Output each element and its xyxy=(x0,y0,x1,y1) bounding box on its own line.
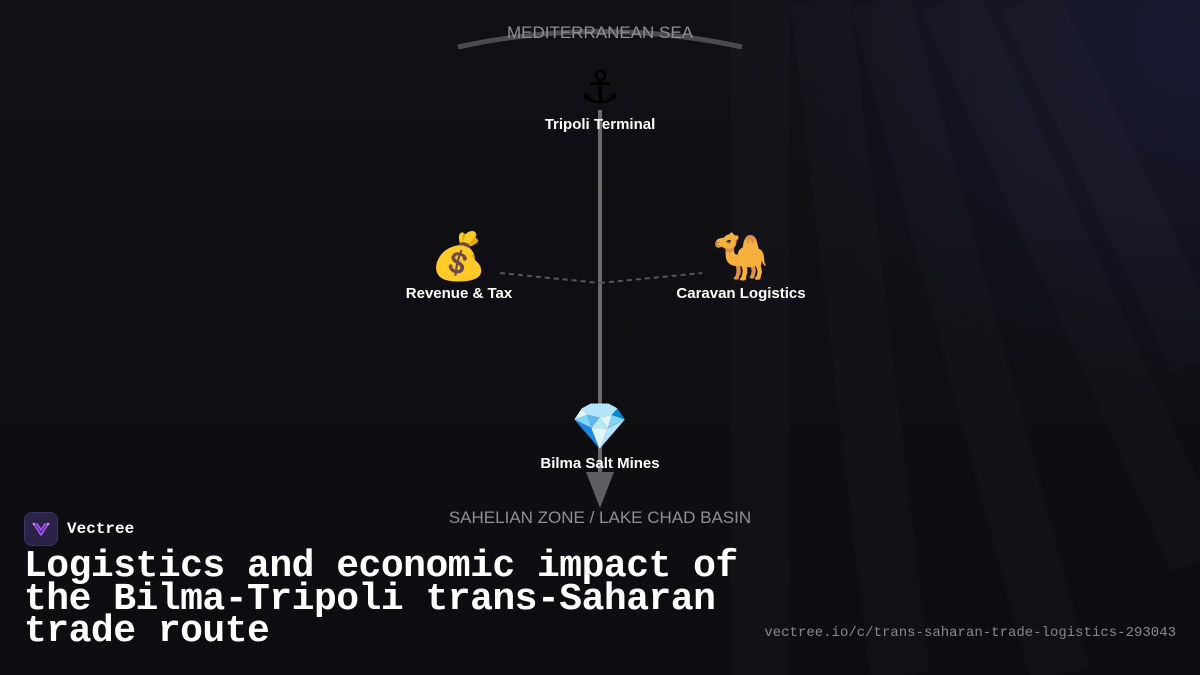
anchor-icon: ⚓ xyxy=(579,60,621,114)
node-label: Tripoli Terminal xyxy=(544,116,656,133)
page-title: Logistics and economic impact of the Bil… xyxy=(24,545,738,653)
gem-icon: 💎 xyxy=(571,399,629,453)
coastline-arc xyxy=(457,29,743,50)
money-bag-icon: 💰 xyxy=(430,229,488,283)
node-caravan-logistics: 🐪 Caravan Logistics xyxy=(641,229,841,303)
route-arrow-head xyxy=(586,472,614,508)
bottom-region-label: SAHELIAN ZONE / LAKE CHAD BASIN xyxy=(448,508,752,527)
node-tripoli-terminal: ⚓ Tripoli Terminal xyxy=(500,60,700,134)
caravan-branch-line xyxy=(599,272,703,284)
brand-name: Vectree xyxy=(67,520,135,538)
node-label: Caravan Logistics xyxy=(676,285,806,302)
top-region-label: MEDITERRANEAN SEA xyxy=(506,23,694,42)
brand: Vectree xyxy=(24,512,134,546)
node-label: Bilma Salt Mines xyxy=(540,455,660,472)
node-bilma-salt-mines: 💎 Bilma Salt Mines xyxy=(500,399,700,473)
vectree-logo-icon xyxy=(24,512,58,546)
revenue-branch-line xyxy=(499,272,601,284)
node-revenue-tax: 💰 Revenue & Tax xyxy=(359,229,559,303)
source-url: vectree.io/c/trans-saharan-trade-logisti… xyxy=(764,625,1176,641)
camel-icon: 🐪 xyxy=(712,229,770,283)
node-label: Revenue & Tax xyxy=(405,285,513,302)
